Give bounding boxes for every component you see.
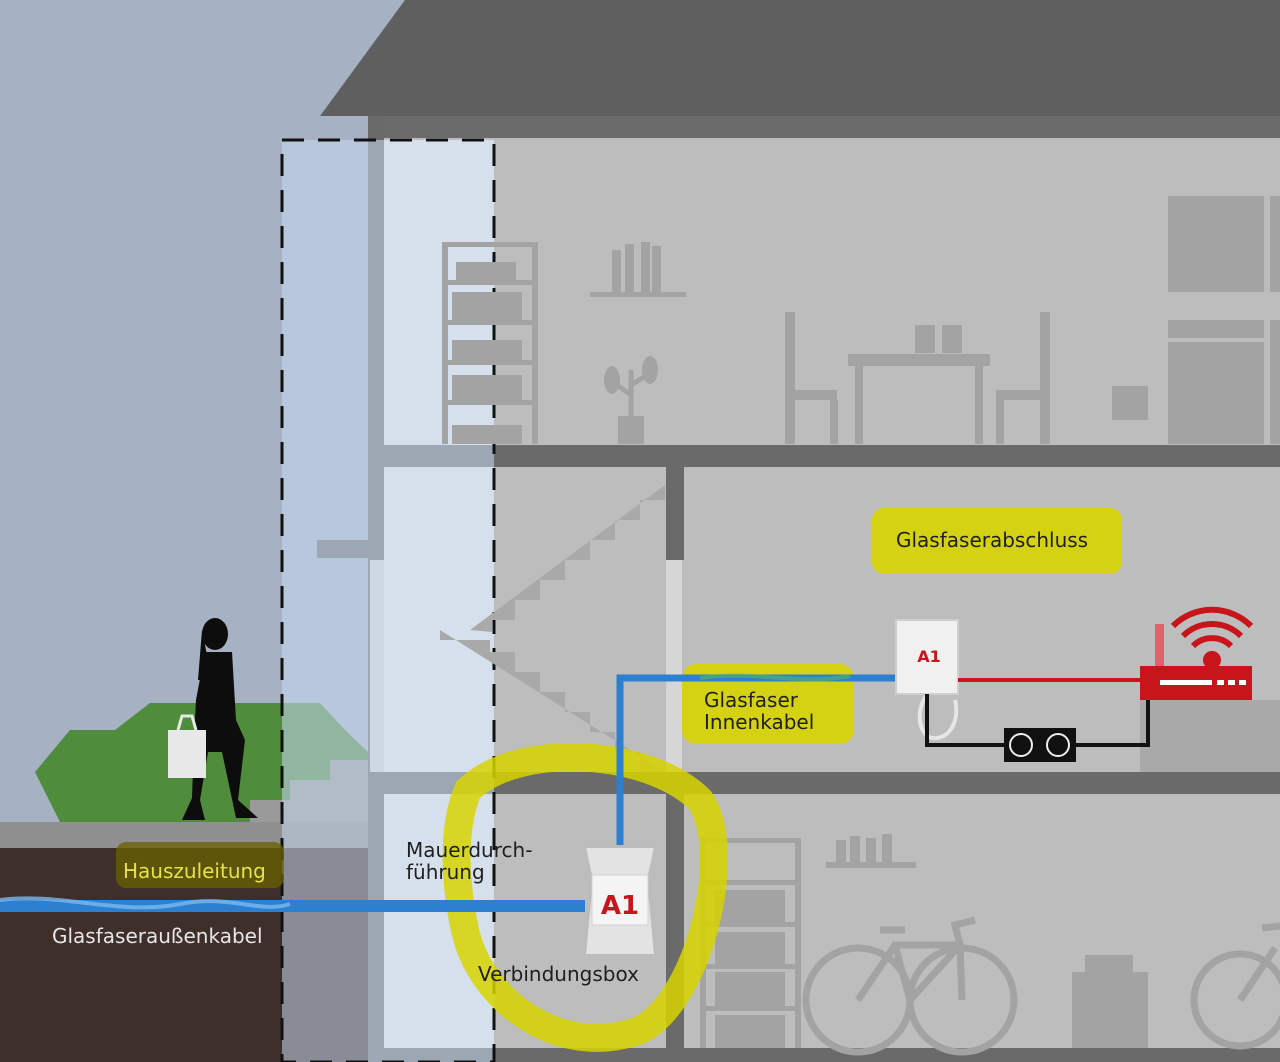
house-body	[370, 118, 1280, 1062]
riser-shaft-outline	[280, 138, 496, 1062]
label-hauszuleitung: Hauszuleitung	[123, 859, 266, 883]
bicycle-icon	[802, 916, 1018, 1056]
shopping-bag	[168, 730, 206, 778]
a1-logo-ont: A1	[917, 647, 941, 666]
fiber-outdoor-cable-glow	[0, 896, 291, 910]
socket-icon	[1112, 386, 1148, 420]
floor-ground	[368, 772, 1280, 794]
label-glasfaseraussenkabel: Glasfaseraußenkabel	[52, 924, 263, 948]
basement-bin-lid	[1085, 955, 1133, 972]
innenkabel-highlight	[682, 664, 854, 744]
hauszuleitung-highlight	[116, 842, 284, 888]
inner-wall-top	[666, 467, 684, 560]
glasfaserabschluss-highlight	[872, 508, 1122, 574]
floor-basement	[368, 1048, 1280, 1062]
stairs-lower	[440, 630, 665, 772]
sofa	[1140, 700, 1280, 772]
roof	[320, 0, 1280, 116]
router-wifi-icon	[1140, 606, 1254, 700]
ont-device	[895, 619, 959, 741]
socket-icon-right	[1046, 733, 1070, 757]
a1-logo-box: A1	[601, 891, 639, 921]
dining-set	[785, 312, 1050, 444]
basement-bin	[1072, 972, 1148, 1048]
verbindungsbox-device	[583, 846, 657, 956]
label-glasfaser-innenkabel-line2: Innenkabel	[704, 710, 815, 734]
socket-icon-left	[1009, 733, 1033, 757]
window-mid	[666, 560, 682, 772]
kitchen-cabinets	[1168, 196, 1280, 444]
roof-eave	[368, 116, 1280, 138]
stairs-upper	[470, 485, 665, 632]
shelf-top	[442, 242, 538, 444]
floor-upper	[368, 445, 1280, 467]
shopping-bag-handle	[176, 714, 198, 731]
plant-icon	[604, 356, 658, 444]
fiber-indoor-cable-glow	[699, 673, 851, 682]
label-mauerdurchfuehrung-line2: führung	[406, 860, 485, 884]
label-verbindungsbox: Verbindungsbox	[478, 962, 639, 986]
bookshelf-wall	[590, 242, 686, 297]
basement-wall-shelf	[826, 834, 916, 868]
label-glasfaserabschluss: Glasfaserabschluss	[896, 528, 1089, 552]
bicycle-icon-2	[1190, 922, 1280, 1050]
label-glasfaser-innenkabel-line1: Glasfaser	[704, 688, 798, 712]
label-mauerdurchfuehrung-line1: Mauerdurch-	[406, 838, 533, 862]
power-cable	[925, 694, 1150, 747]
power-socket	[1004, 728, 1076, 762]
